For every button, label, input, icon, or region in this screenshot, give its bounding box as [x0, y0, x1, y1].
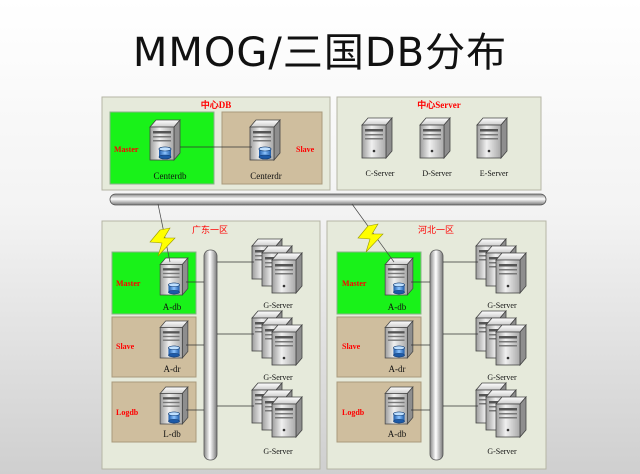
vertical-bus: [203, 249, 218, 461]
region-row-logdb: Logdb L-db G-Server: [111, 381, 302, 456]
d-server-icon: [419, 117, 451, 159]
row-db-name: A-db: [388, 302, 407, 312]
centerdr-slave-box: Slave Centerdr: [221, 111, 323, 185]
a-dr-server-icon: [160, 321, 188, 358]
a-dr-server-icon: [385, 321, 413, 358]
lightning-link-guangdong: [149, 203, 176, 263]
row-db-name: A-db: [388, 429, 407, 439]
row-server-label: G-Server: [487, 447, 517, 456]
central-network-bus: [109, 193, 547, 206]
row-db-name: L-db: [163, 429, 181, 439]
lightning-link-hebei: [351, 203, 395, 263]
l-db-server-icon: [160, 387, 188, 424]
e-server-icon: [476, 117, 508, 159]
region-guangdong-panel: 广东一区 Master A-db G-Server Slave A-dr G-S…: [101, 220, 321, 470]
a-db-server-icon: [385, 258, 413, 295]
center-server-panel: 中心Server C-Server D-Server E-Server: [336, 96, 542, 191]
row-role-label: Logdb: [342, 408, 365, 417]
row-db-name: A-dr: [389, 364, 406, 374]
region-label: 广东一区: [192, 224, 228, 235]
centerdb-server-icon: [150, 120, 180, 160]
page-title: MMOG/三国DB分布: [132, 30, 508, 76]
region-hebei-panel: 河北一区 Master A-db G-Server Slave A-dr G-S…: [326, 220, 547, 470]
region-row-logdb: Logdb A-db G-Server: [336, 381, 526, 456]
region-row-master: Master A-db G-Server: [336, 239, 526, 315]
center-db-label: 中心DB: [201, 99, 232, 110]
row-server-label: G-Server: [263, 301, 293, 310]
centerdr-server-icon: [250, 120, 280, 160]
a-db-server-icon: [385, 387, 413, 424]
centerdb-master-box: Master Centerdb: [109, 111, 215, 185]
c-server-label: C-Server: [366, 169, 395, 178]
row-server-label: G-Server: [487, 373, 517, 382]
d-server-label: D-Server: [422, 169, 452, 178]
row-role-label: Slave: [116, 342, 135, 351]
row-role-label: Logdb: [116, 408, 139, 417]
row-server-label: G-Server: [263, 447, 293, 456]
region-row-slave: Slave A-dr G-Server: [336, 311, 526, 382]
vertical-bus: [429, 249, 444, 461]
region-row-master: Master A-db G-Server: [111, 239, 302, 315]
row-role-label: Slave: [342, 342, 361, 351]
row-db-name: A-db: [163, 302, 182, 312]
center-db-panel: 中心DB Master Centerdb Slave Centerdr: [101, 96, 331, 191]
connector-lines: [186, 261, 254, 411]
row-role-label: Master: [342, 279, 367, 288]
master-role-label: Master: [114, 145, 139, 154]
connector-lines: [411, 261, 478, 411]
slave-role-label: Slave: [296, 145, 315, 154]
centerdb-name: Centerdb: [154, 171, 187, 181]
centerdr-name: Centerdr: [250, 171, 282, 181]
row-db-name: A-dr: [164, 364, 181, 374]
row-role-label: Master: [116, 279, 141, 288]
region-label: 河北一区: [418, 224, 454, 235]
c-server-icon: [361, 117, 393, 159]
region-row-slave: Slave A-dr G-Server: [111, 311, 302, 382]
a-db-server-icon: [160, 258, 188, 295]
row-server-label: G-Server: [487, 301, 517, 310]
center-server-label: 中心Server: [417, 99, 460, 110]
row-server-label: G-Server: [263, 373, 293, 382]
e-server-label: E-Server: [480, 169, 509, 178]
